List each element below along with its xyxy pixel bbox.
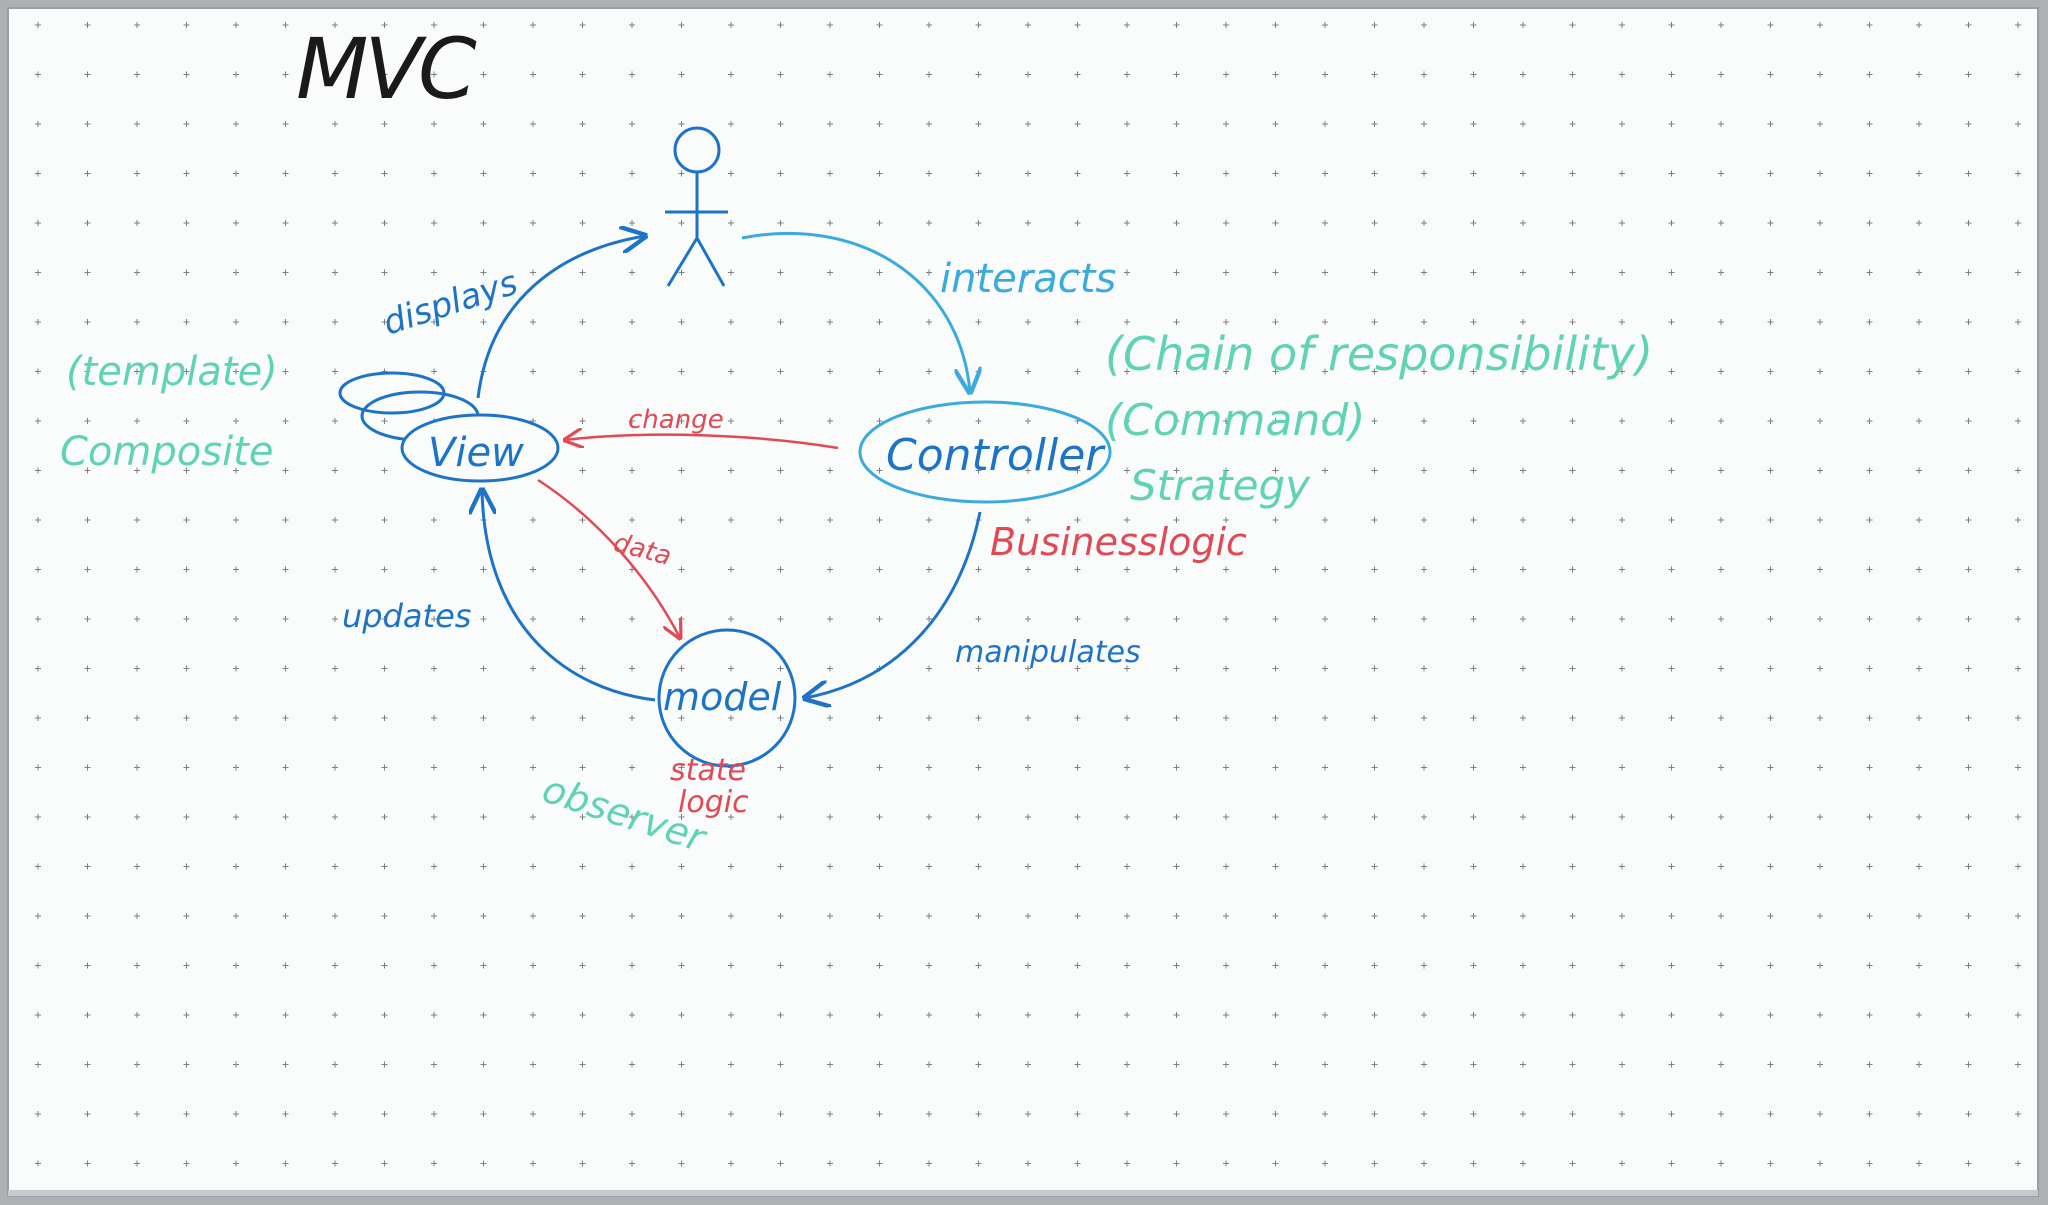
diagram-title: MVC — [296, 20, 477, 118]
view-node — [338, 371, 560, 483]
arrow-user-to-controller — [741, 232, 970, 392]
label-updates: updates — [342, 597, 471, 635]
model-node — [657, 628, 797, 768]
controller-label: Controller — [886, 430, 1106, 481]
arrow-view-to-user — [476, 236, 645, 399]
note-strategy: Strategy — [1130, 461, 1311, 510]
note-template: (template) — [66, 349, 278, 395]
note-chain-of-responsibility: (Chain of responsibility) — [1105, 327, 1653, 381]
marker-tray — [8, 1190, 2038, 1196]
label-interacts: interacts — [940, 256, 1116, 302]
note-logic: logic — [678, 785, 749, 820]
model-label: model — [663, 675, 782, 719]
user-actor-icon — [665, 126, 728, 287]
label-change: change — [628, 405, 724, 435]
note-command: (Command) — [1105, 395, 1365, 446]
dot-grid — [30, 20, 2025, 1180]
controller-node — [858, 400, 1112, 504]
note-composite: Composite — [60, 429, 273, 475]
arrow-view-to-model — [537, 478, 680, 638]
arrow-controller-to-model — [805, 511, 982, 698]
label-manipulates: manipulates — [955, 635, 1141, 670]
arrow-controller-to-view — [565, 435, 839, 448]
arrow-model-to-view — [482, 490, 656, 702]
note-business-logic: Businesslogic — [990, 520, 1247, 564]
note-state: state — [670, 753, 746, 788]
view-label: View — [428, 430, 524, 476]
